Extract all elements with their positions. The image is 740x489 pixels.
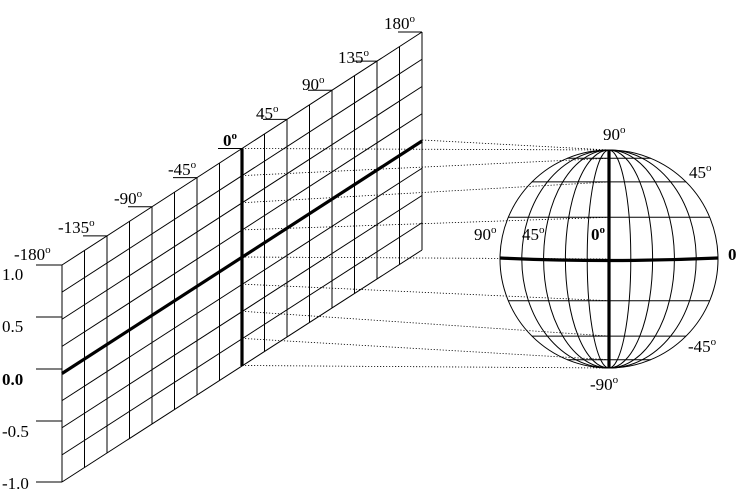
lon-label-neg180: -180o	[14, 244, 51, 264]
lon-label-neg45: -45o	[168, 159, 197, 179]
lon-label-0: 0o	[223, 130, 238, 150]
projection-line	[241, 148, 610, 151]
projection-line	[241, 365, 610, 369]
value-label-0-5: 0.5	[2, 317, 23, 336]
sphere-equator	[499, 256, 719, 263]
projection-line	[241, 256, 610, 260]
value-label-neg0-5: -0.5	[2, 422, 29, 441]
value-label-1-0: 1.0	[2, 265, 23, 284]
sphere-label-center: 0o	[591, 224, 606, 244]
sphere-label-bottom: -90o	[590, 374, 619, 394]
lon-label-180: 180o	[384, 13, 416, 33]
sphere-label-right: 0	[728, 245, 737, 264]
plane-longitude-labels: -180o -135o -90o -45o 0o 45o 90o 135o 18…	[14, 13, 416, 264]
projection-line	[241, 181, 610, 204]
lon-label-neg90: -90o	[114, 188, 143, 208]
projection-line	[241, 337, 610, 361]
sphere-labels: 90o -90o 45o -45o 0 90o 45o 0o	[474, 124, 737, 394]
projection-line	[241, 157, 610, 177]
sphere	[499, 149, 719, 369]
sphere-label-left-outer: 90o	[474, 224, 497, 244]
sphere-label-left-inner: 45o	[522, 224, 545, 244]
sphere-label-top: 90o	[603, 124, 626, 144]
lon-label-45: 45o	[256, 103, 279, 123]
lon-label-135: 135o	[338, 47, 370, 67]
sphere-label-lower-right: -45o	[688, 336, 717, 356]
projection-line	[241, 283, 610, 302]
projection-line	[421, 139, 610, 151]
value-label-neg1-0: -1.0	[2, 474, 29, 489]
plane-label-leaders	[36, 31, 422, 483]
projection-plane	[36, 31, 423, 483]
plane-value-labels: 1.0 0.5 0.0 -0.5 -1.0	[2, 265, 29, 489]
projection-line	[241, 310, 610, 337]
lon-label-90: 90o	[302, 74, 325, 94]
sphere-label-upper-right: 45o	[689, 162, 712, 182]
lon-label-neg135: -135o	[58, 217, 95, 237]
value-label-0-0: 0.0	[2, 370, 23, 389]
